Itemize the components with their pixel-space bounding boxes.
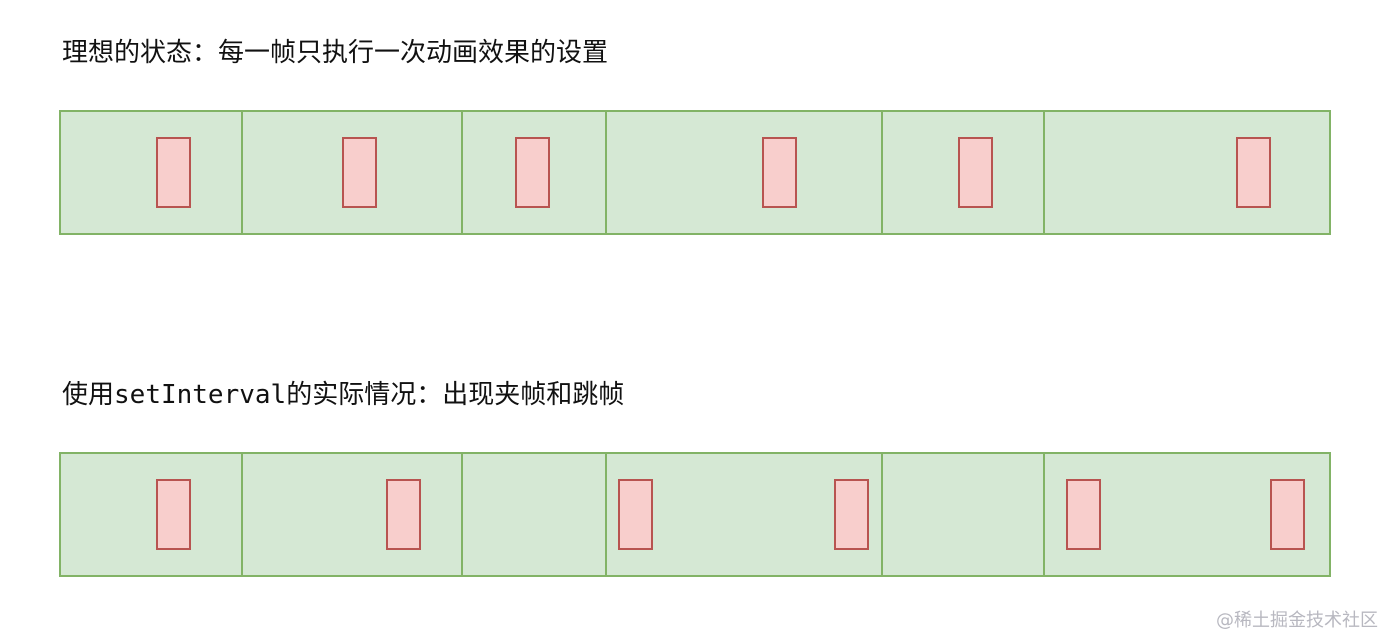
watermark: @稀土掘金技术社区 <box>1216 610 1378 631</box>
frame-actual-1 <box>59 452 243 577</box>
caption-ideal-text: 理想的状态：每一帧只执行一次动画效果的设置 <box>62 38 609 68</box>
caption-actual-state: 使用setInterval的实际情况：出现夹帧和跳帧 <box>62 382 624 408</box>
caption-ideal-state: 理想的状态：每一帧只执行一次动画效果的设置 <box>62 40 608 66</box>
caption-actual-prefix: 使用 <box>62 380 115 410</box>
effect-ideal-3 <box>515 137 550 208</box>
effect-actual-3 <box>618 479 653 550</box>
caption-actual-code: setInterval <box>114 380 287 410</box>
effect-actual-6 <box>1270 479 1305 550</box>
effect-ideal-5 <box>958 137 993 208</box>
frame-ideal-6 <box>1043 110 1331 235</box>
frame-actual-5 <box>881 452 1045 577</box>
frame-strip-actual <box>59 452 1331 577</box>
effect-actual-1 <box>156 479 191 550</box>
effect-ideal-1 <box>156 137 191 208</box>
effect-actual-2 <box>386 479 421 550</box>
frame-actual-2 <box>241 452 463 577</box>
effect-actual-5 <box>1066 479 1101 550</box>
effect-ideal-6 <box>1236 137 1271 208</box>
caption-actual-suffix: 的实际情况：出现夹帧和跳帧 <box>286 380 625 410</box>
effect-actual-4 <box>834 479 869 550</box>
effect-ideal-2 <box>342 137 377 208</box>
frame-strip-ideal <box>59 110 1331 235</box>
frame-ideal-1 <box>59 110 243 235</box>
effect-ideal-4 <box>762 137 797 208</box>
frame-ideal-4 <box>605 110 883 235</box>
frame-actual-3 <box>461 452 607 577</box>
